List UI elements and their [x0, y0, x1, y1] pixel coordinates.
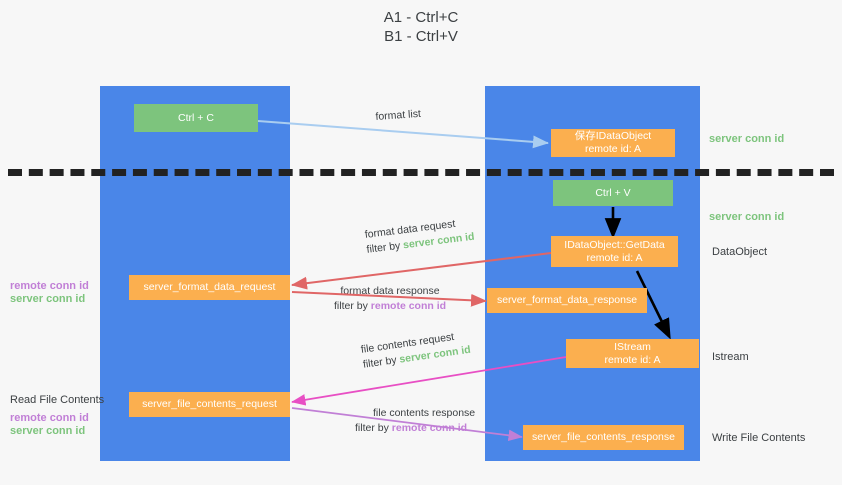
- note-server-conn-id-1: server conn id: [709, 133, 785, 145]
- node-server-format-data-response[interactable]: server_format_data_response: [487, 288, 647, 313]
- note-istream: Istream: [712, 351, 749, 363]
- filter-by-prefix: filter by: [334, 300, 371, 312]
- note-dataobject: DataObject: [712, 246, 768, 258]
- note-write-file-contents: Write File Contents: [712, 432, 806, 444]
- node-istream[interactable]: IStream remote id: A: [566, 339, 699, 368]
- edge-label-file-contents-response-line1: file contents response: [373, 407, 476, 419]
- note-remote-conn-id-1: remote conn id: [10, 280, 89, 292]
- node-idataobject-getdata[interactable]: IDataObject::GetData remote id: A: [551, 236, 678, 267]
- node-ctrl-v[interactable]: Ctrl + V: [553, 180, 673, 206]
- edge-label-file-contents-response-line2: filter by remote conn id: [355, 421, 475, 436]
- phase-divider: [8, 169, 834, 176]
- filter-key-remote-conn-id: remote conn id: [391, 422, 468, 434]
- note-server-conn-id-2: server conn id: [709, 211, 785, 223]
- note-remote-conn-id-2: remote conn id: [10, 412, 89, 424]
- edge-label-format-data-response-line2: filter by remote conn id: [334, 299, 446, 314]
- edge-label-file-contents-response: file contents response filter by remote …: [355, 406, 475, 436]
- filter-key-remote-conn-id: remote conn id: [370, 300, 447, 312]
- edge-label-format-data-response: format data response filter by remote co…: [334, 284, 446, 314]
- node-ctrl-c[interactable]: Ctrl + C: [134, 104, 258, 132]
- node-server-file-contents-response[interactable]: server_file_contents_response: [523, 425, 684, 450]
- connector-file-contents-response: [291, 407, 523, 442]
- connector-format-data-request: [291, 252, 552, 290]
- note-server-conn-id-left-1: server conn id: [10, 293, 86, 305]
- note-server-conn-id-left-2: server conn id: [10, 425, 86, 437]
- page-title: A1 - Ctrl+C B1 - Ctrl+V: [383, 9, 459, 45]
- node-server-file-contents-request[interactable]: server_file_contents_request: [129, 392, 290, 417]
- connector-getdata-to-istream: [635, 270, 671, 340]
- node-save-idataobject[interactable]: 保存IDataObject remote id: A: [551, 129, 675, 157]
- connector-format-data-response: [291, 291, 487, 307]
- connector-format-list: [257, 120, 549, 149]
- note-read-file-contents: Read File Contents: [10, 394, 105, 406]
- connector-file-contents-request: [291, 356, 567, 406]
- filter-by-prefix: filter by: [355, 422, 392, 434]
- node-server-format-data-request[interactable]: server_format_data_request: [129, 275, 290, 300]
- edge-label-format-data-response-line1: format data response: [340, 285, 440, 297]
